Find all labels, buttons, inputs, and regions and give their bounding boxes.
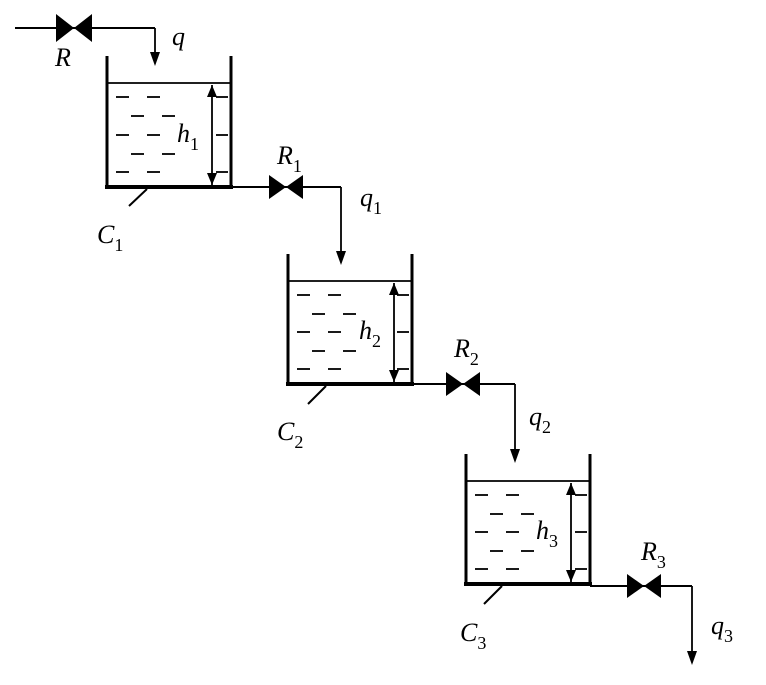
tank-2-valve-label: R2 — [453, 334, 479, 369]
tank-2-height-arrow — [389, 283, 399, 382]
tank-3-outflow-label: q3 — [711, 611, 733, 646]
tank-3-height-arrow — [566, 483, 576, 582]
tank-3-valve-icon — [627, 574, 661, 598]
tank-2-outflow-label: q2 — [529, 402, 551, 437]
tank-2: h2 C2 R2 q2 — [277, 254, 551, 463]
tank-3-liquid-dashes — [475, 494, 587, 570]
tank-1-walls — [105, 56, 233, 187]
inlet-valve-icon — [56, 14, 92, 42]
tank-2-level-label: h2 — [359, 316, 381, 351]
tank-2-walls — [286, 254, 414, 384]
inlet-arrowhead — [150, 52, 160, 66]
inlet-flow-label: q — [172, 22, 185, 51]
tank-1-capacitance-leader — [128, 188, 148, 207]
tank-3-valve-label: R3 — [640, 537, 666, 572]
tank-1-level-label: h1 — [177, 119, 199, 154]
tank-1-liquid-dashes — [116, 96, 228, 173]
tank-1-capacitance-label: C1 — [97, 220, 123, 255]
tank-2-capacitance-label: C2 — [277, 417, 303, 452]
tank-2-outflow-arrowhead — [510, 449, 520, 463]
tank-3-outflow-arrowhead — [687, 651, 697, 665]
tank-1: h1 C1 R1 q1 — [97, 56, 382, 265]
tank-1-valve-icon — [269, 175, 303, 199]
tank-1-height-arrow — [207, 85, 217, 185]
tank-3-capacitance-label: C3 — [460, 618, 486, 653]
tank-1-valve-label: R1 — [276, 141, 302, 176]
tank-1-outflow-arrowhead — [336, 251, 346, 265]
inlet-group: R q — [15, 14, 185, 72]
tank-2-capacitance-leader — [307, 385, 327, 405]
inlet-valve-label: R — [54, 43, 71, 72]
tank-2-valve-icon — [446, 372, 480, 396]
tank-3: h3 C3 R3 q3 — [460, 454, 733, 665]
tank-3-walls — [464, 454, 592, 584]
tank-3-capacitance-leader — [483, 585, 503, 605]
tank-3-level-label: h3 — [536, 516, 558, 551]
tank-2-liquid-dashes — [297, 294, 409, 370]
tank-1-outflow-label: q1 — [360, 183, 382, 218]
